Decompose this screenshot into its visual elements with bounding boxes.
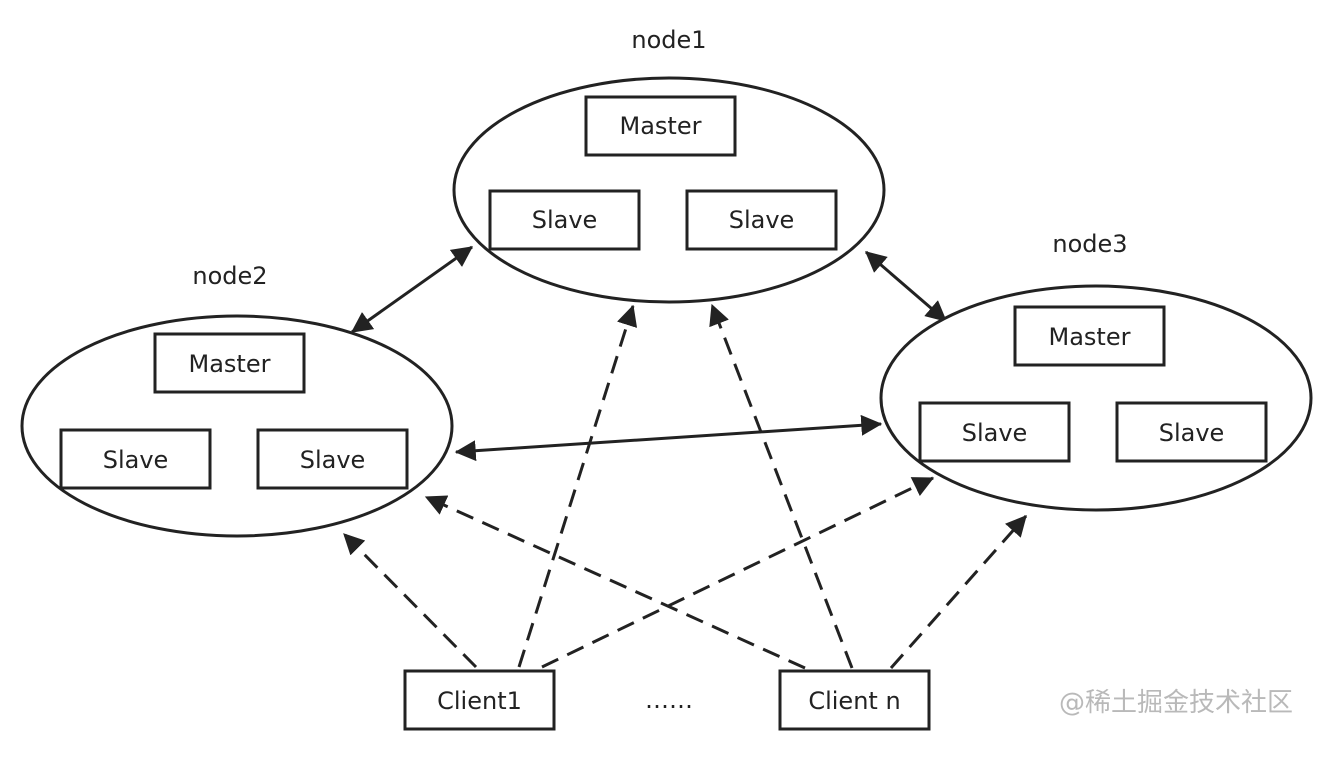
node2-slave-right-label: Slave: [300, 446, 366, 474]
node1-group: node1 Master Slave Slave: [452, 26, 886, 304]
node1-node3-link: [865, 250, 947, 323]
client1-to-node1-link: [517, 304, 638, 668]
node1-master-label: Master: [620, 112, 702, 140]
node1-slave-right-label: Slave: [729, 206, 795, 234]
node3-label: node3: [1052, 230, 1127, 258]
node1-master-box: [584, 95, 737, 157]
node1-slave-left-label: Slave: [532, 206, 598, 234]
node3-slave-left-label: Slave: [962, 419, 1028, 447]
client1-to-node2-link: [342, 532, 478, 669]
node1-slave-left-box: [488, 189, 641, 251]
watermark-text: @稀土掘金技术社区: [1059, 688, 1293, 718]
node2-master-box: [153, 332, 306, 394]
node3-master-label: Master: [1049, 323, 1131, 351]
client1-to-node3-link: [541, 476, 935, 669]
clientn-box: [778, 669, 931, 731]
node2-group: node2 Master Slave Slave: [20, 262, 454, 538]
node2-slave-right-box: [256, 428, 409, 490]
node3-master-box: [1013, 305, 1166, 367]
clientn-label: Client n: [808, 687, 900, 715]
node2-slave-left-box: [59, 428, 212, 490]
clientn-to-node1-link: [709, 303, 854, 669]
clientn-to-node3-link: [889, 515, 1028, 669]
client1-label: Client1: [437, 687, 522, 715]
node3-slave-right-box: [1115, 401, 1268, 463]
node3-slave-left-box: [918, 401, 1071, 463]
node1-node2-link: [350, 245, 474, 334]
client1-box: [403, 669, 556, 731]
node2-node3-link: [454, 414, 883, 462]
clients-group: Client1 …… Client n: [403, 669, 931, 731]
node1-label: node1: [631, 26, 706, 54]
node3-group: node3 Master Slave Slave: [879, 230, 1313, 512]
clientn-to-node2-link: [424, 495, 806, 670]
node2-label: node2: [192, 262, 267, 290]
node2-slave-left-label: Slave: [103, 446, 169, 474]
node1-slave-right-box: [685, 189, 838, 251]
node2-master-label: Master: [189, 350, 271, 378]
node3-slave-right-label: Slave: [1159, 419, 1225, 447]
client-ellipsis-label: ……: [645, 686, 693, 714]
